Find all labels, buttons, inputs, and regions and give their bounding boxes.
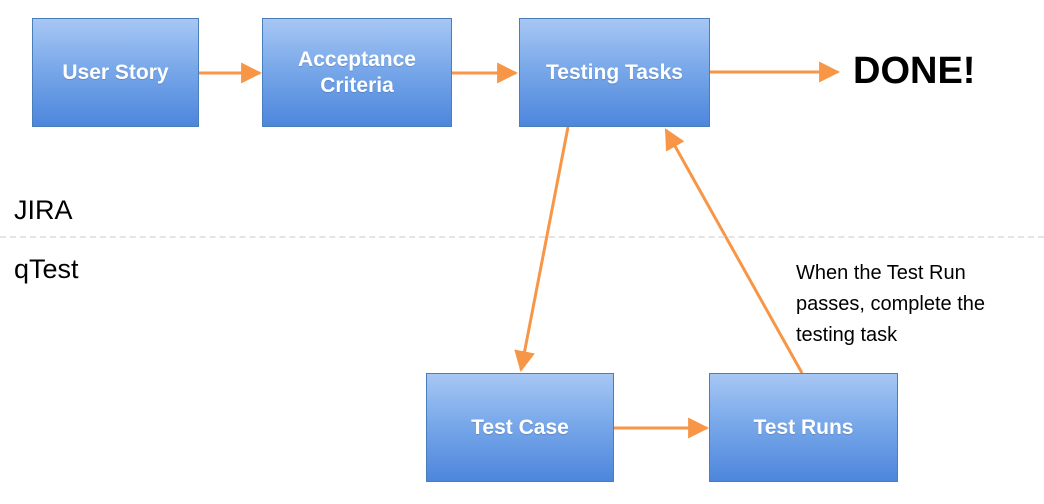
node-testing-tasks: Testing Tasks — [519, 18, 710, 127]
node-test-case: Test Case — [426, 373, 614, 482]
annotation-note: When the Test Run passes, complete the t… — [796, 258, 1036, 351]
section-label-qtest: qTest — [14, 254, 79, 284]
node-test-runs-label: Test Runs — [753, 415, 854, 439]
node-testing-tasks-label: Testing Tasks — [546, 60, 683, 84]
node-acceptance-criteria: Acceptance Criteria — [262, 18, 452, 127]
done-label: DONE! — [853, 50, 976, 92]
node-user-story: User Story — [32, 18, 199, 127]
annotation-line2: passes, complete the — [796, 293, 985, 315]
node-acceptance-criteria-label: Acceptance Criteria — [298, 47, 416, 99]
annotation-line3: testing task — [796, 324, 898, 346]
node-user-story-label: User Story — [62, 60, 169, 84]
annotation-line1: When the Test Run — [796, 262, 966, 284]
arrow-testing-tasks-to-test-case — [514, 126, 570, 373]
node-acceptance-line2: Criteria — [320, 73, 394, 97]
node-acceptance-line1: Acceptance — [298, 47, 416, 71]
section-label-jira: JIRA — [14, 195, 73, 225]
node-test-runs: Test Runs — [709, 373, 898, 482]
node-test-case-label: Test Case — [471, 415, 569, 439]
arrow-test-runs-to-testing-tasks — [664, 128, 804, 374]
section-divider — [0, 236, 1044, 238]
